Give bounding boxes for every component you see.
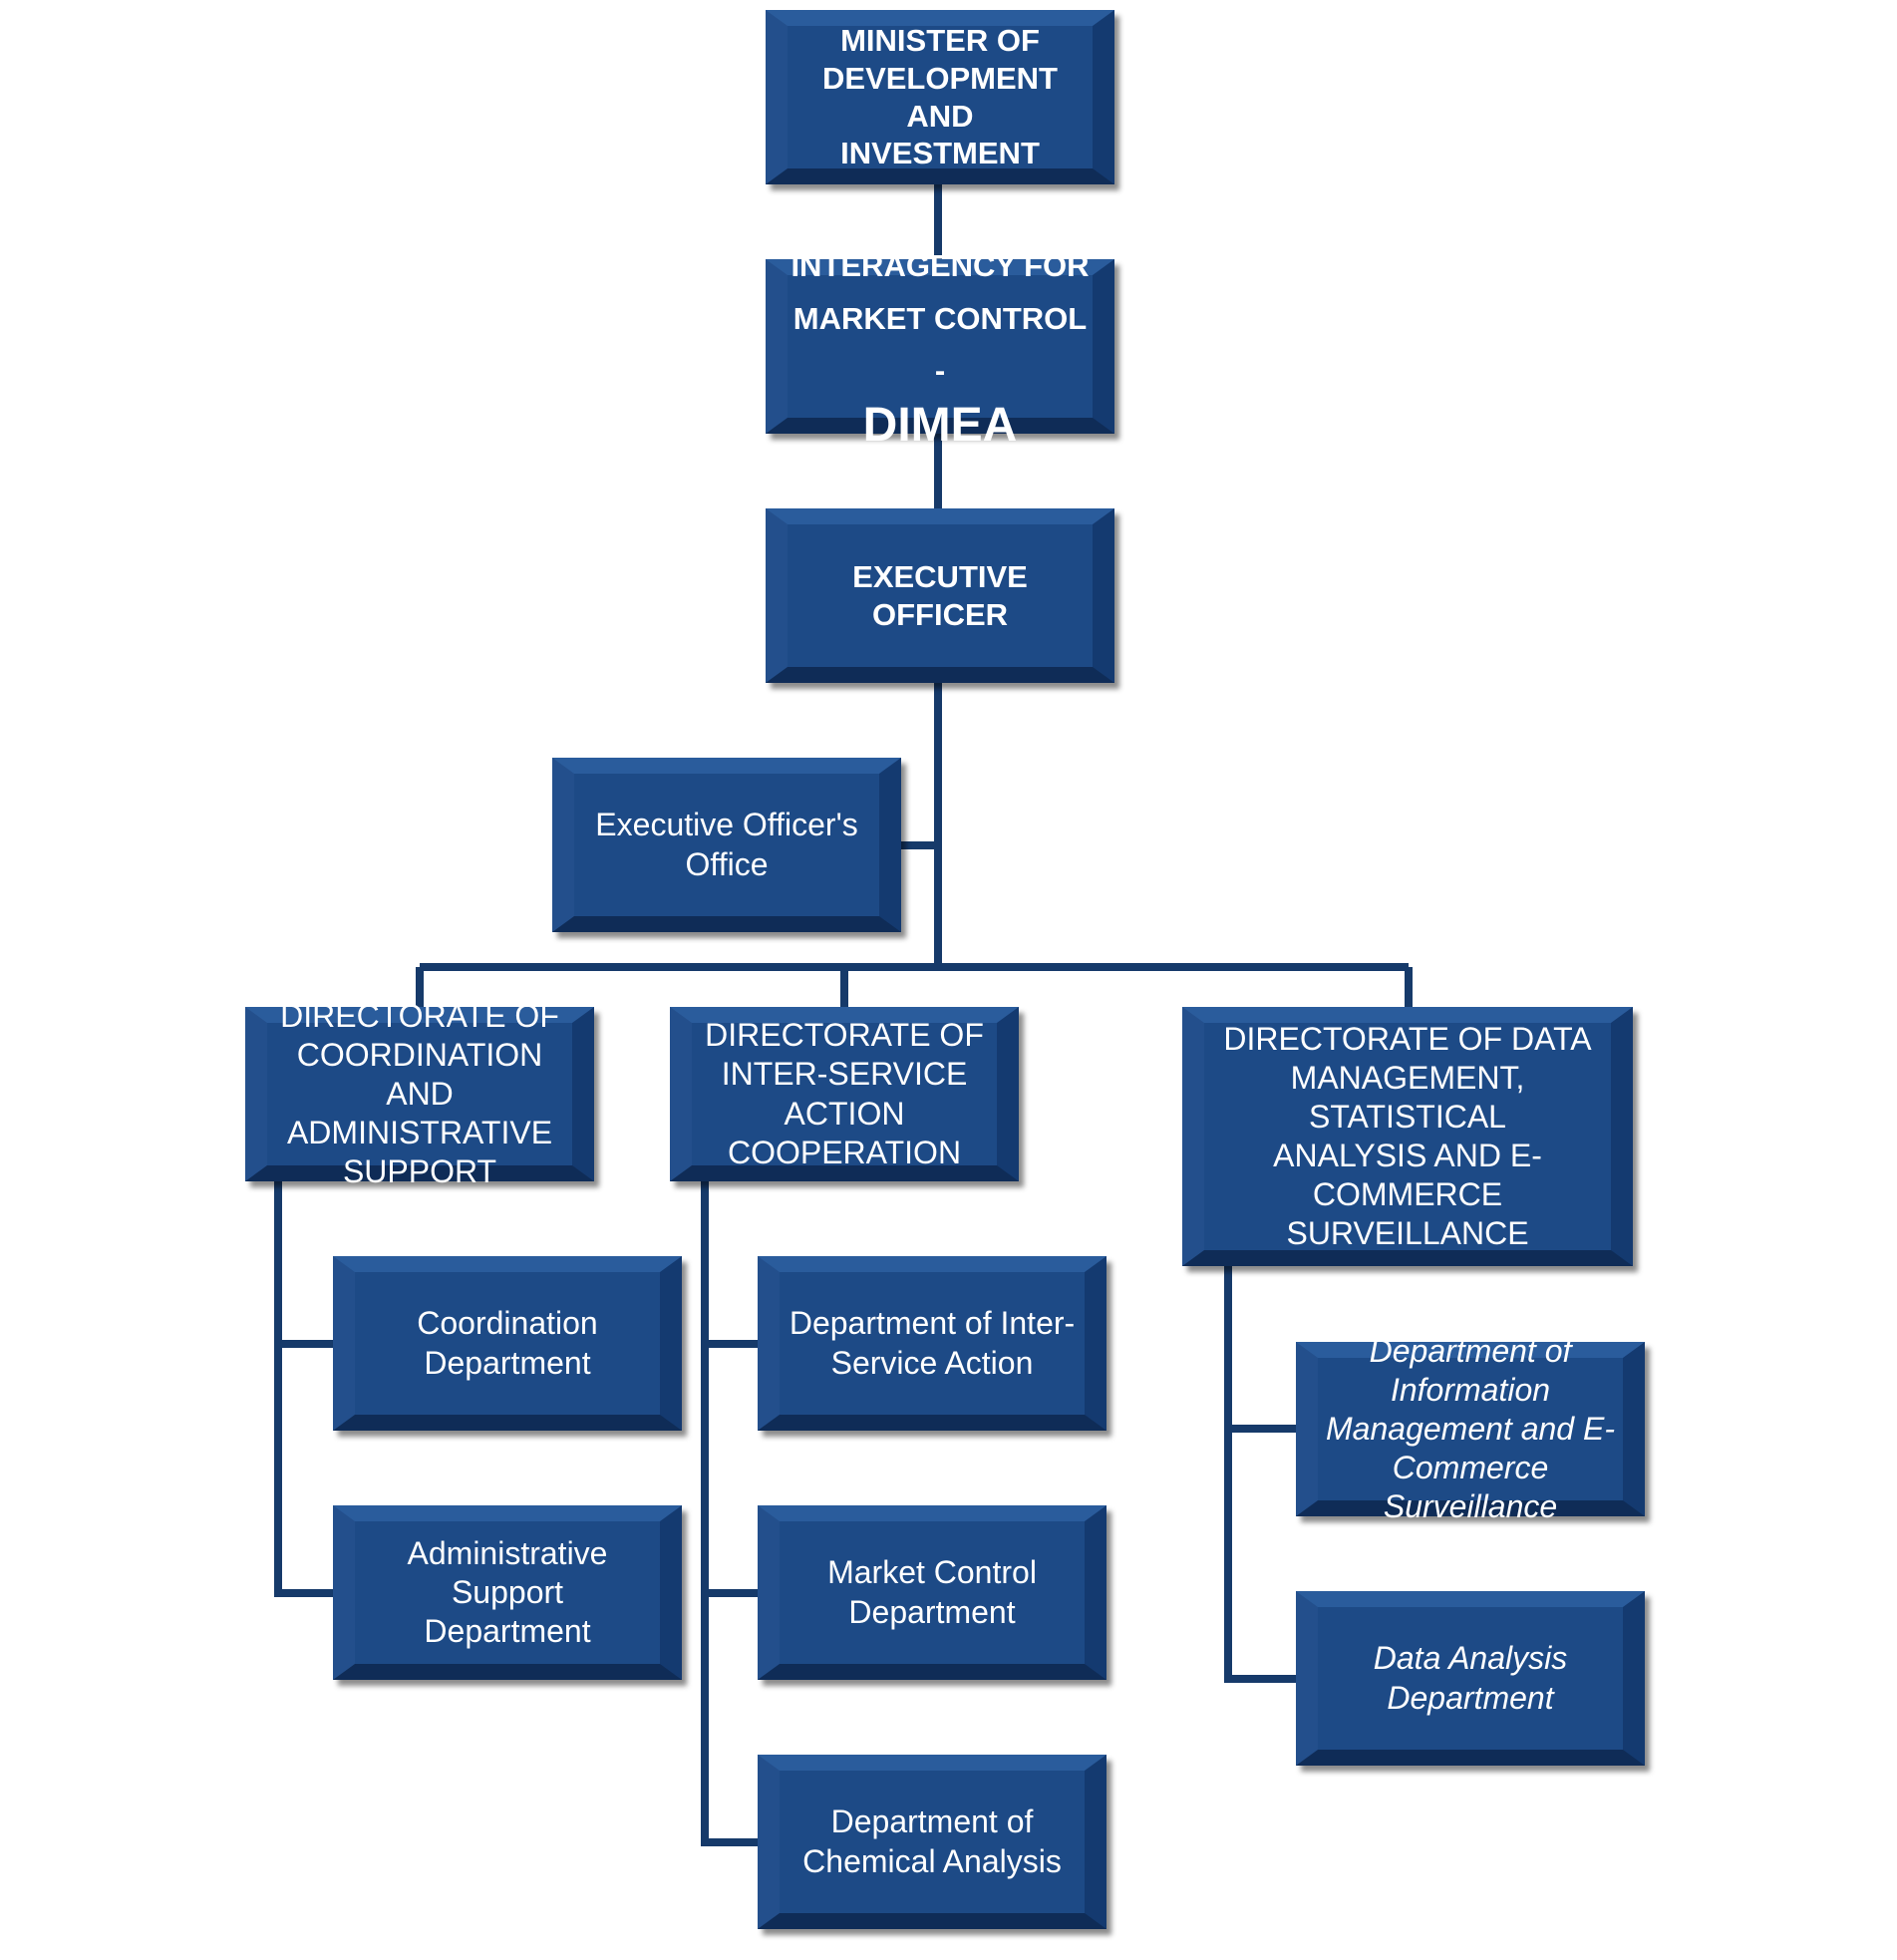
minister-box: MINISTER OF DEVELOPMENT AND INVESTMENT [766,10,1114,184]
connector-coordination-children [274,1179,334,1597]
executive-office-label: Executive Officer's Office [595,807,858,882]
interagency-label: INTERAGENCY FOR MARKET CONTROL - [790,247,1090,389]
coordination-department-box: Coordination Department [333,1256,682,1431]
coordination-department-label: Coordination Department [417,1305,598,1381]
information-management-department-label: Department of Information Management and… [1326,1332,1615,1525]
connector-interservice-children [701,1179,760,1846]
chemical-analysis-department-box: Department of Chemical Analysis [758,1755,1107,1929]
executive-office-box: Executive Officer's Office [552,758,901,932]
directorate-interservice-box: DIRECTORATE OF INTER-SERVICE ACTION COOP… [670,1007,1019,1181]
information-management-department-box: Department of Information Management and… [1296,1333,1645,1524]
interagency-box: INTERAGENCY FOR MARKET CONTROL - DIMEA [766,248,1114,452]
market-control-department-box: Market Control Department [758,1505,1107,1680]
chemical-analysis-department-label: Department of Chemical Analysis [802,1803,1062,1879]
connector-data-children [1224,1264,1296,1683]
minister-label: MINISTER OF DEVELOPMENT AND INVESTMENT [822,22,1058,171]
data-analysis-department-box: Data Analysis Department [1296,1591,1645,1766]
directorate-interservice-label: DIRECTORATE OF INTER-SERVICE ACTION COOP… [705,1017,984,1170]
administrative-support-department-label: Administrative Support Department [407,1534,608,1650]
directorate-coordination-box: DIRECTORATE OF COORDINATION AND ADMINIST… [245,998,594,1189]
directorate-coordination-label: DIRECTORATE OF COORDINATION AND ADMINIST… [280,997,559,1190]
executive-officer-box: EXECUTIVE OFFICER [766,508,1114,683]
dimea-label: DIMEA [862,398,1018,452]
administrative-support-department-box: Administrative Support Department [333,1505,682,1680]
data-analysis-department-label: Data Analysis Department [1373,1640,1568,1716]
executive-officer-label: EXECUTIVE OFFICER [852,558,1028,632]
interservice-department-box: Department of Inter- Service Action [758,1256,1107,1431]
directorate-data-label: DIRECTORATE OF DATA MANAGEMENT, STATISTI… [1223,1020,1592,1252]
market-control-department-label: Market Control Department [827,1554,1037,1630]
directorate-data-box: DIRECTORATE OF DATA MANAGEMENT, STATISTI… [1182,1007,1633,1266]
interservice-department-label: Department of Inter- Service Action [789,1305,1076,1381]
